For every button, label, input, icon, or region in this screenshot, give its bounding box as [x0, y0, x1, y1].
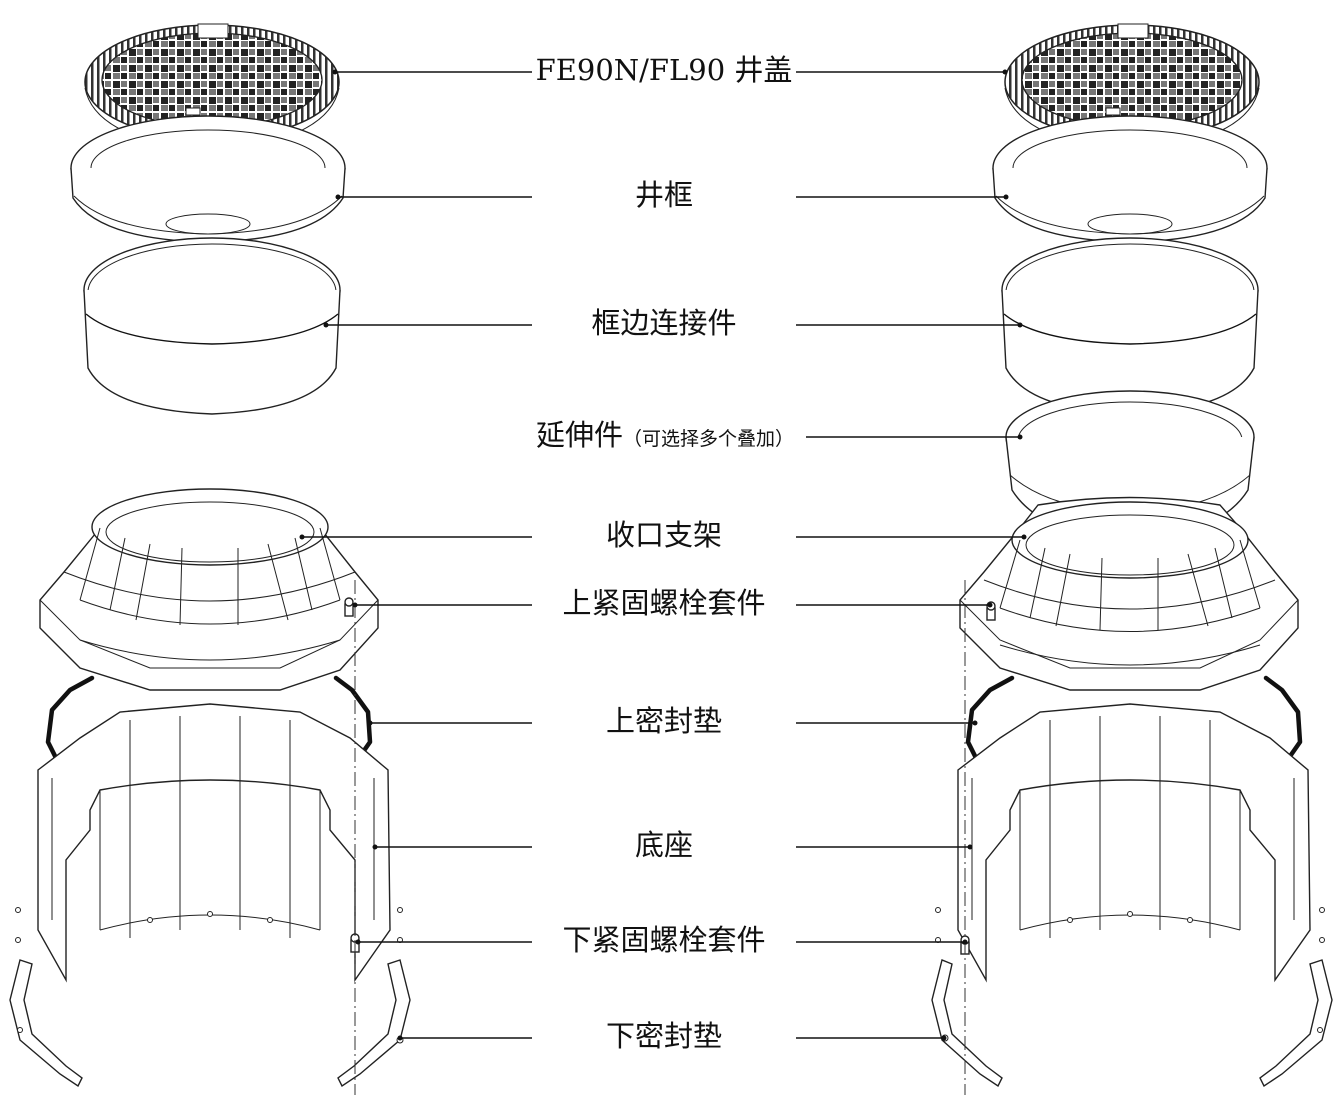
label-extension: 延伸件（可选择多个叠加） [520, 421, 810, 450]
label-reducer-bracket: 收口支架 [605, 518, 722, 552]
left-assembly [9, 23, 411, 1095]
label-frame: 井框 [634, 178, 693, 212]
manhole-cover-right [1004, 23, 1260, 153]
base-left [37, 703, 391, 983]
base-right [957, 703, 1311, 983]
lower-gasket-right [931, 959, 1333, 1088]
lower-gasket-left [9, 959, 411, 1088]
manhole-cover-left [84, 23, 340, 153]
label-upper-bolt-kit: 上紧固螺栓套件 [562, 586, 766, 620]
frame-right [992, 115, 1268, 243]
label-lower-bolt-kit: 下紧固螺栓套件 [562, 923, 766, 957]
label-lower-gasket: 下密封垫 [605, 1019, 722, 1053]
frame-connector-right [1001, 237, 1259, 415]
right-assembly [931, 23, 1333, 1095]
leader-lines [299, 69, 1027, 1041]
label-extension-main: 延伸件 [535, 418, 623, 452]
label-base: 底座 [634, 828, 693, 862]
frame-connector-left [83, 237, 341, 415]
label-upper-gasket: 上密封垫 [605, 704, 722, 738]
base-holes-right [935, 907, 1325, 1042]
reducer-bracket-right [959, 496, 1299, 691]
label-cover: FE90N/FL90 井盖 [535, 53, 793, 87]
reducer-bracket-left [39, 488, 379, 691]
frame-left [70, 115, 346, 243]
base-holes-left [15, 907, 404, 1044]
label-frame-connector: 框边连接件 [591, 306, 737, 340]
label-extension-note: （可选择多个叠加） [623, 428, 795, 450]
upper-bolt-left [344, 597, 354, 617]
